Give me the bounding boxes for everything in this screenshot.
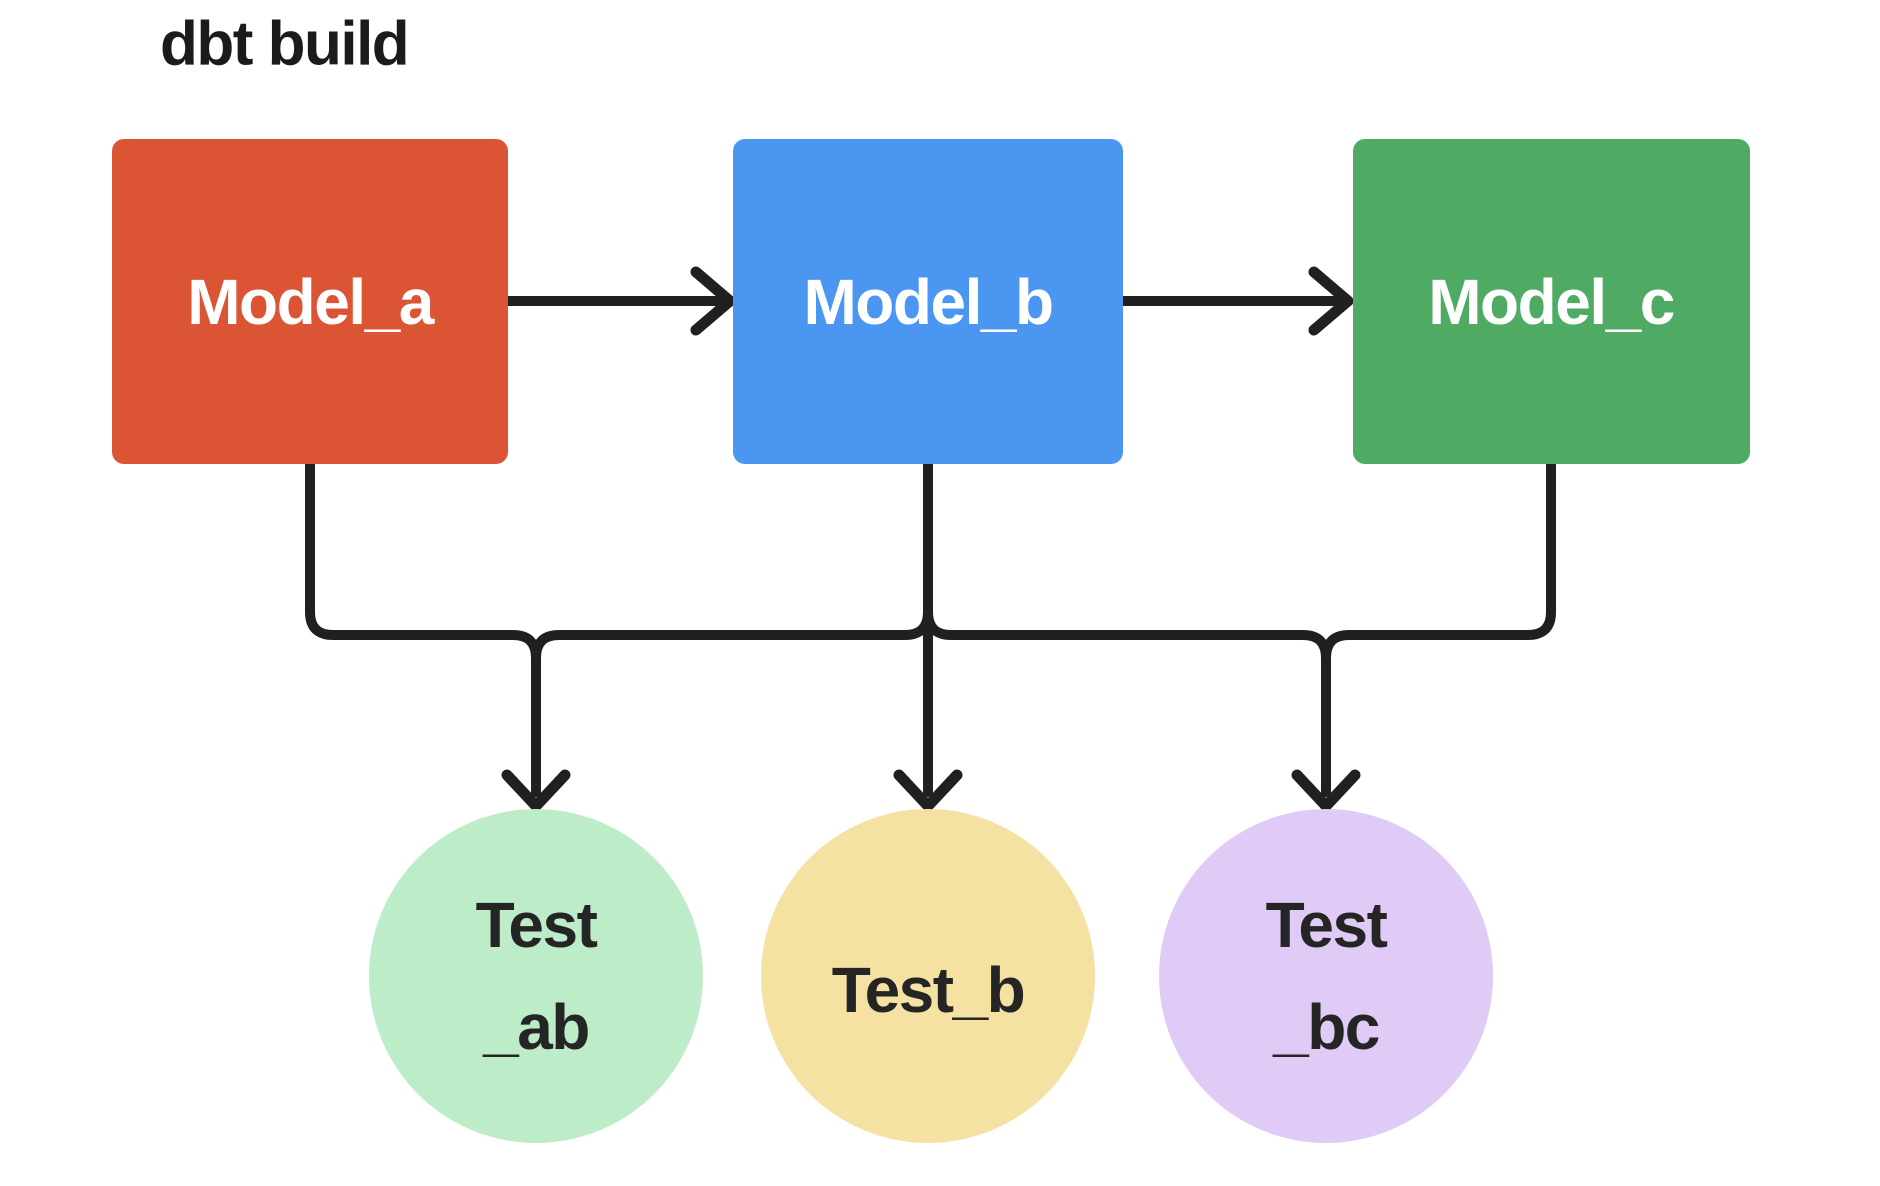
test-nodes: Test _ab Test_b Test _bc — [369, 809, 1493, 1143]
arrowhead-down-icon — [893, 769, 963, 812]
arrowhead-down-icon — [501, 769, 571, 812]
edge-lines — [305, 296, 1556, 797]
model-a-node[interactable] — [112, 139, 508, 464]
model-c-label: Model_c — [1428, 266, 1674, 338]
edge-model-b-test-ab — [531, 459, 933, 797]
diagram-title: dbt build — [160, 10, 408, 79]
arrowhead-right-icon — [690, 266, 736, 336]
arrowhead-down-icon — [1291, 769, 1361, 812]
model-c-node[interactable] — [1353, 139, 1750, 464]
test-bc-node[interactable] — [1159, 809, 1493, 1143]
test-bc-label-line1: Test — [1266, 889, 1388, 961]
model-a-label: Model_a — [187, 266, 434, 338]
test-ab-label-line2: _ab — [482, 991, 589, 1063]
test-bc-label-line2: _bc — [1272, 991, 1379, 1063]
test-ab-node[interactable] — [369, 809, 703, 1143]
arrowhead-right-icon — [1308, 266, 1354, 336]
edge-model-a-test-ab — [305, 459, 541, 797]
model-b-node[interactable] — [733, 139, 1123, 464]
model-nodes: Model_a Model_b Model_c — [112, 139, 1750, 464]
model-b-label: Model_b — [803, 266, 1052, 338]
test-ab-label-line1: Test — [476, 889, 598, 961]
test-b-node[interactable] — [761, 809, 1095, 1143]
edge-model-c-test-bc — [1321, 459, 1556, 797]
arrowheads — [501, 266, 1361, 812]
test-b-label: Test_b — [832, 954, 1025, 1026]
edge-model-b-test-bc — [923, 459, 1331, 797]
